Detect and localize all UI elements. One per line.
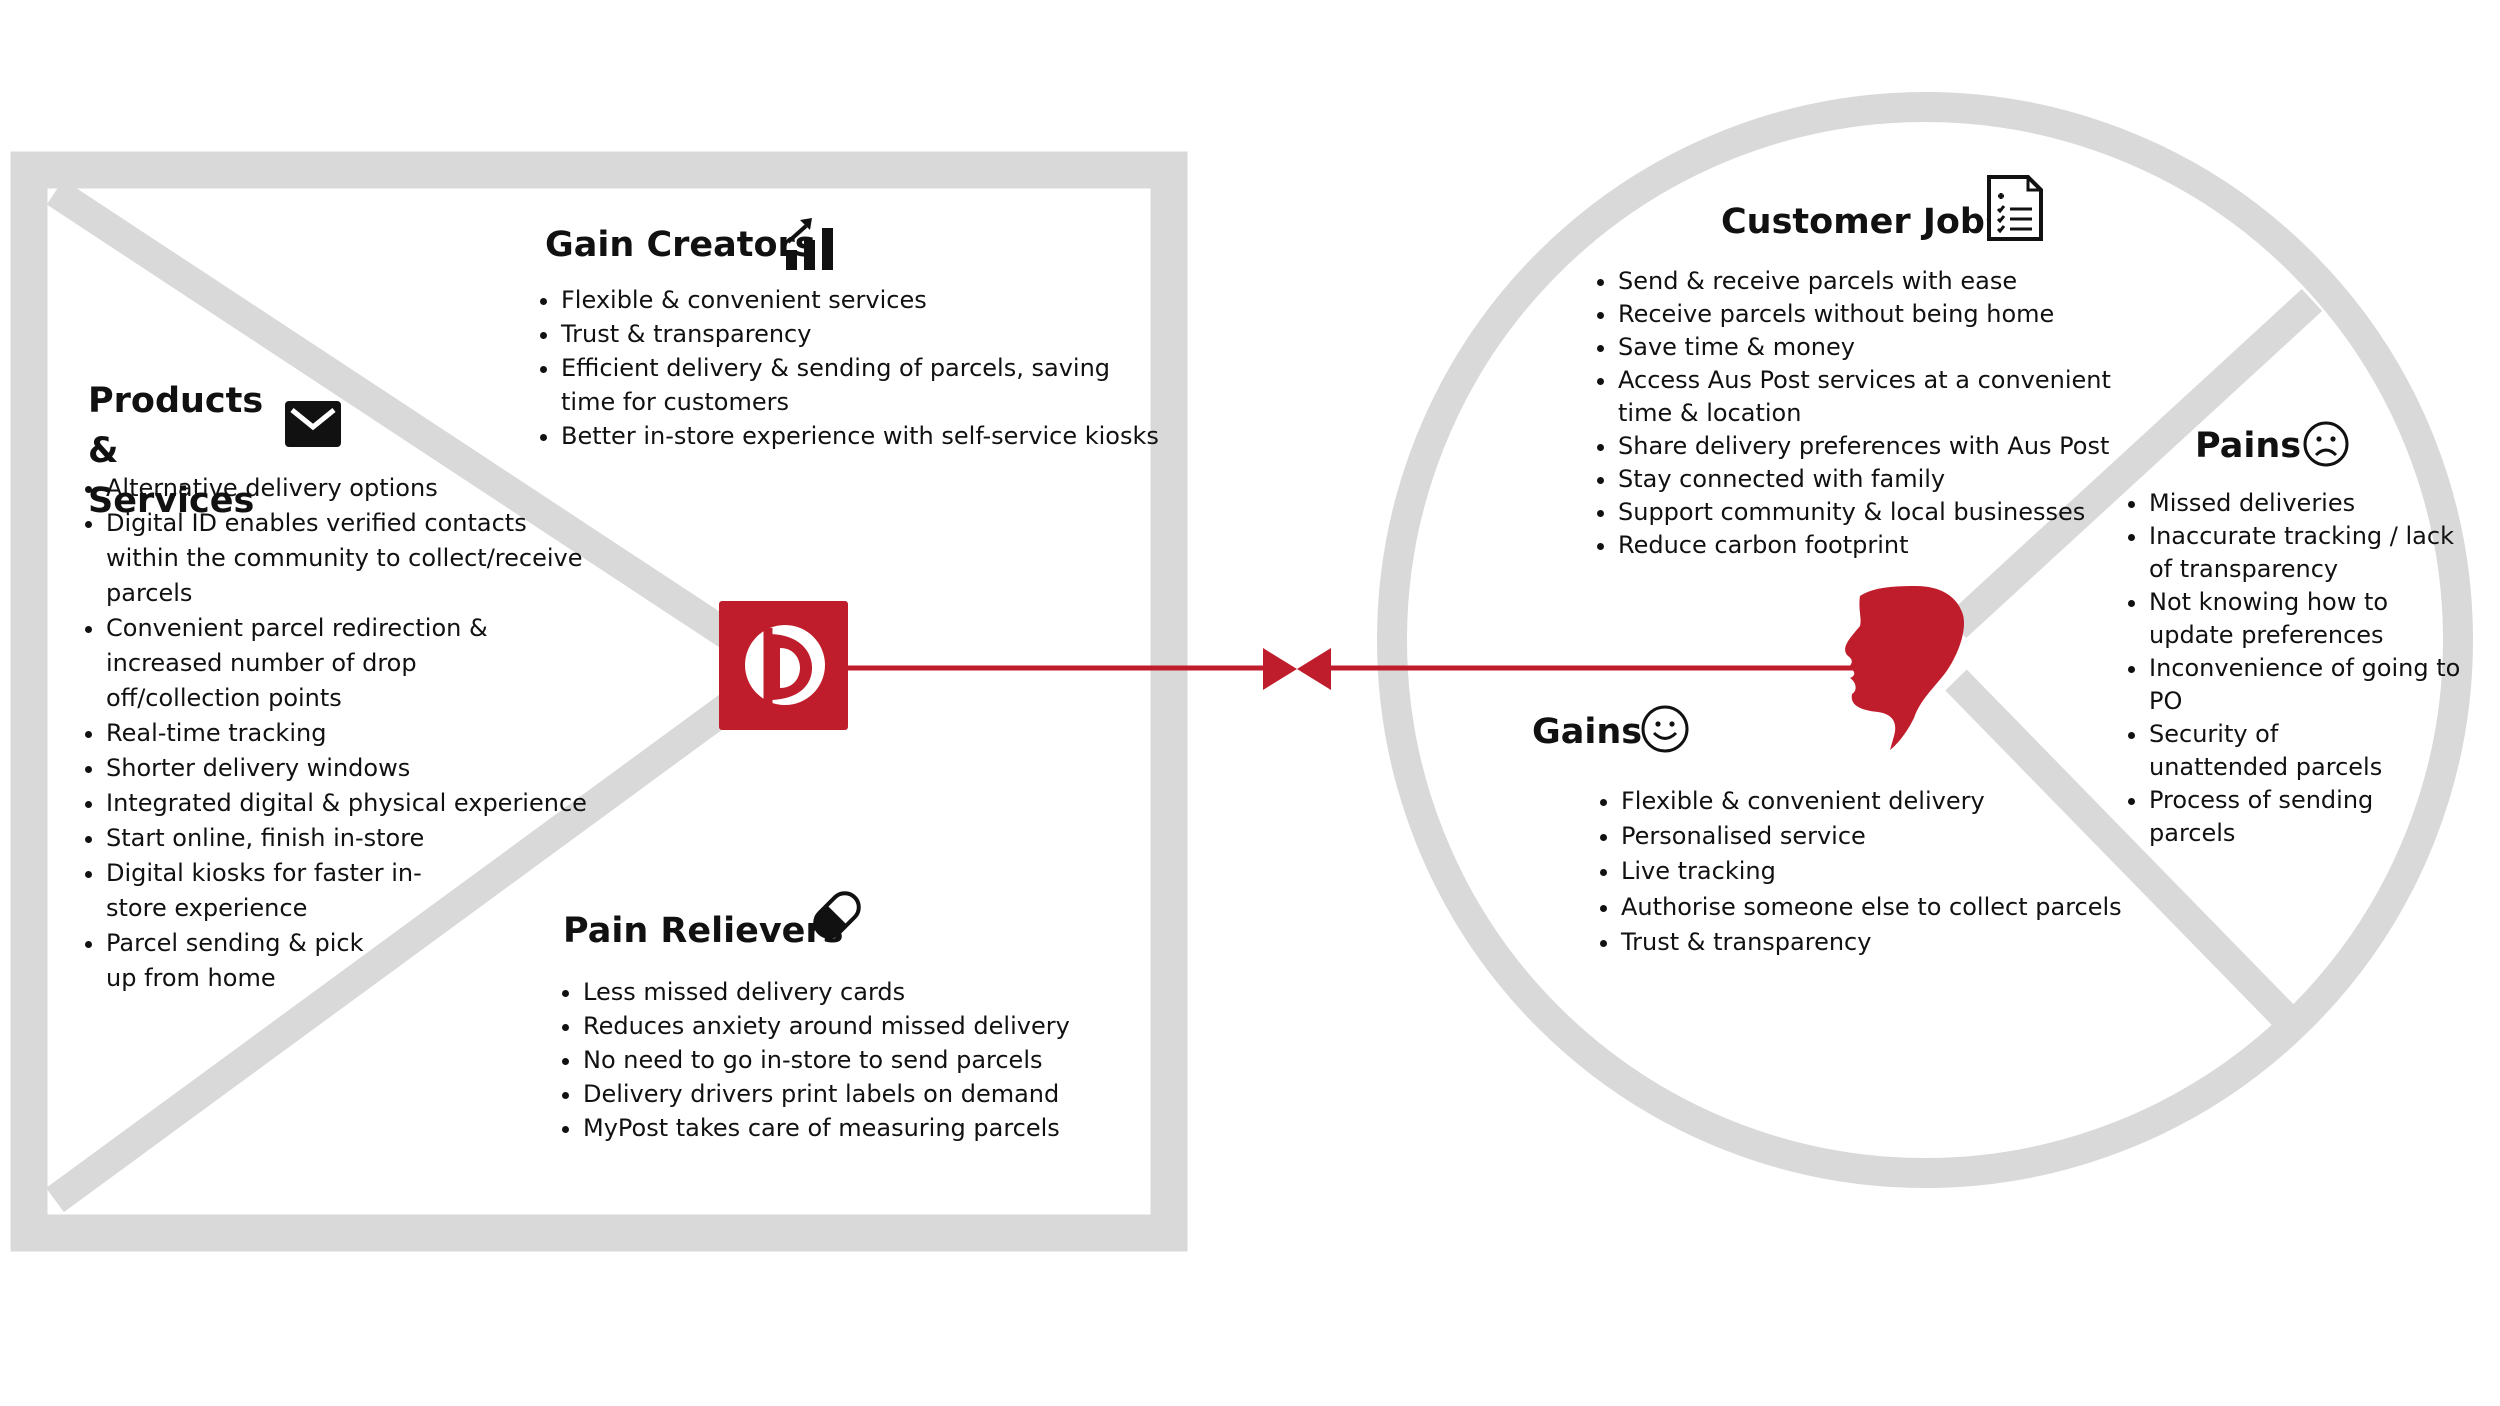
list-item: Process of sending parcels xyxy=(2149,784,2464,850)
value-map-frame xyxy=(10,151,1188,1252)
list-item: Digital kiosks for faster in-store exper… xyxy=(106,856,606,926)
list-item: Digital ID enables verified contacts wit… xyxy=(106,506,606,611)
list-item: Live tracking xyxy=(1621,854,2181,889)
pains-list: Missed deliveries Inaccurate tracking / … xyxy=(2121,487,2464,850)
sad-face-icon xyxy=(2303,421,2349,467)
list-item: Integrated digital & physical experience xyxy=(106,786,606,821)
gain-creators-title: Gain Creators xyxy=(545,225,816,265)
head-silhouette-icon xyxy=(1845,586,1965,750)
list-item: Trust & transparency xyxy=(1621,925,2181,960)
connector-arrow-right xyxy=(1297,648,1331,690)
list-item: Send & receive parcels with ease xyxy=(1618,265,2158,298)
list-item: Flexible & convenient services xyxy=(561,283,1161,317)
list-item: Receive parcels without being home xyxy=(1618,298,2158,331)
customer-profile-divider-upper xyxy=(1945,288,2323,639)
smiley-face-icon xyxy=(1641,705,1689,753)
list-item: Reduces anxiety around missed delivery xyxy=(583,1009,1143,1043)
list-item: Less missed delivery cards xyxy=(583,975,1143,1009)
list-item: Security of unattended parcels xyxy=(2149,718,2464,784)
list-item: Alternative delivery options xyxy=(106,471,606,506)
value-map-diagonal-bottom xyxy=(46,685,749,1213)
list-item: Parcel sending & pick up from home xyxy=(106,926,606,996)
list-item: Convenient parcel redirection & increase… xyxy=(106,611,606,716)
list-item: Flexible & convenient delivery xyxy=(1621,784,2181,819)
products-services-title: Products & Services xyxy=(88,381,264,521)
list-item: MyPost takes care of measuring parcels xyxy=(583,1111,1143,1145)
list-item: Inaccurate tracking / lack of transparen… xyxy=(2149,520,2464,586)
envelope-icon xyxy=(285,401,341,447)
customer-jobs-title: Customer Jobs xyxy=(1721,202,2006,242)
list-item: Access Aus Post services at a convenient… xyxy=(1618,364,2158,430)
list-item: Delivery drivers print labels on demand xyxy=(583,1077,1143,1111)
list-item: Trust & transparency xyxy=(561,317,1161,351)
pain-relievers-title: Pain Relievers xyxy=(563,911,844,951)
list-item: Authorise someone else to collect parcel… xyxy=(1621,890,2181,925)
gains-list: Flexible & convenient delivery Personali… xyxy=(1593,784,2181,960)
auspost-logo xyxy=(719,601,848,730)
list-item: Share delivery preferences with Aus Post xyxy=(1618,430,2158,463)
fit-connector xyxy=(848,648,1860,690)
customer-profile-divider-lower xyxy=(1945,669,2296,1028)
list-item: Support community & local businesses xyxy=(1618,496,2158,529)
list-item: Missed deliveries xyxy=(2149,487,2464,520)
connector-arrow-left xyxy=(1263,648,1297,690)
gain-creators-list: Flexible & convenient services Trust & t… xyxy=(533,283,1161,453)
bar-chart-up-icon xyxy=(786,218,833,270)
list-item: Reduce carbon footprint xyxy=(1618,529,2158,562)
checklist-document-icon xyxy=(1987,175,2043,241)
value-map-square xyxy=(10,151,1188,1252)
list-item: Shorter delivery windows xyxy=(106,751,606,786)
list-item: Personalised service xyxy=(1621,819,2181,854)
gains-title: Gains xyxy=(1532,712,1643,752)
value-map-diagonal-top xyxy=(46,179,749,656)
list-item: Efficient delivery & sending of parcels,… xyxy=(561,351,1161,419)
customer-profile-circle xyxy=(1377,92,2473,1188)
products-services-list: Alternative delivery options Digital ID … xyxy=(78,471,606,996)
pill-icon xyxy=(813,891,861,939)
list-item: Stay connected with family xyxy=(1618,463,2158,496)
list-item: Save time & money xyxy=(1618,331,2158,364)
list-item: Real-time tracking xyxy=(106,716,606,751)
pains-title: Pains xyxy=(2195,426,2302,466)
pain-relievers-list: Less missed delivery cards Reduces anxie… xyxy=(555,975,1143,1145)
list-item: No need to go in-store to send parcels xyxy=(583,1043,1143,1077)
list-item: Better in-store experience with self-ser… xyxy=(561,419,1161,453)
list-item: Not knowing how to update preferences xyxy=(2149,586,2464,652)
customer-profile-frame xyxy=(1377,92,2473,1188)
customer-jobs-list: Send & receive parcels with ease Receive… xyxy=(1590,265,2158,562)
list-item: Start online, finish in-store xyxy=(106,821,606,856)
list-item: Inconvenience of going to PO xyxy=(2149,652,2464,718)
